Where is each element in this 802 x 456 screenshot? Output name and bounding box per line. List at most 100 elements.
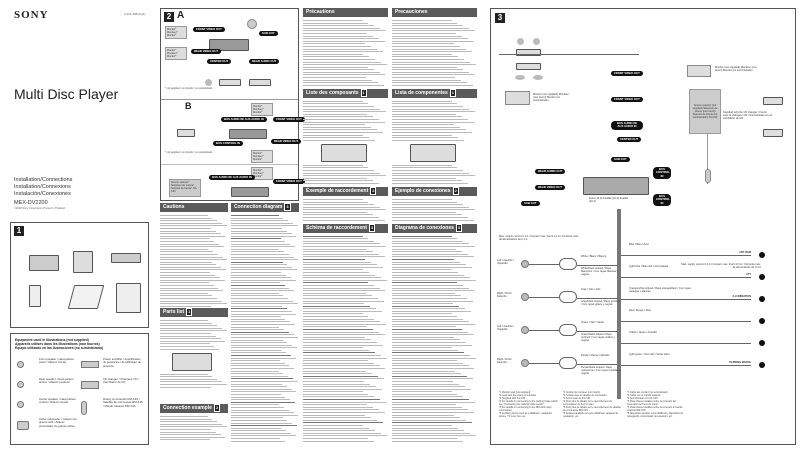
text-line xyxy=(160,325,218,327)
text-line xyxy=(303,167,369,169)
document-title: Multi Disc Player xyxy=(14,86,119,102)
power-wire: Orange/white striped / Rayé orange/blanc… xyxy=(621,287,771,307)
terminal-icon xyxy=(759,252,765,258)
subtitle-fr: Installation/Connexions xyxy=(14,184,71,190)
text-line xyxy=(160,240,215,242)
text-line xyxy=(303,164,363,166)
cable xyxy=(621,277,751,278)
text-line xyxy=(392,66,457,68)
text-line xyxy=(303,243,381,245)
speaker-icon xyxy=(517,38,524,45)
text-line xyxy=(303,362,374,364)
text-line xyxy=(160,285,214,287)
text-line xyxy=(303,40,385,42)
text-line xyxy=(392,300,473,302)
text-line xyxy=(303,79,372,81)
source-selector-box: Source selector* Sélecteur de source* Se… xyxy=(169,179,201,197)
text-line xyxy=(303,321,381,323)
body-text xyxy=(392,164,477,184)
heading-text: Parts list xyxy=(163,309,185,315)
section-ref: 3 xyxy=(368,223,376,232)
footnote: *6 Auxiliary device such as a Walkman, n… xyxy=(499,412,553,418)
wire-color-striped: Purple/black striped / Rayé mauve/noir /… xyxy=(581,366,621,376)
diagram-2-box: 2 A Monitor* Moniteur* Monitor* Monitor*… xyxy=(160,8,305,201)
text-line xyxy=(392,432,471,434)
text-line xyxy=(231,256,294,258)
text-line xyxy=(160,345,215,347)
text-line xyxy=(392,266,472,268)
text-line xyxy=(303,32,367,34)
text-line xyxy=(231,303,298,305)
text-line xyxy=(160,287,219,289)
text-line xyxy=(303,378,384,380)
text-line xyxy=(303,137,370,139)
release-key-illustration xyxy=(321,143,367,162)
text-line xyxy=(160,246,224,248)
power-wire: Light green / Vert clair / Verde claro P… xyxy=(621,353,771,373)
port-label: SUB OUT xyxy=(611,157,630,163)
text-line xyxy=(392,82,467,84)
text-line xyxy=(303,349,370,351)
polarity-connector xyxy=(559,258,577,270)
text-line xyxy=(303,172,381,174)
monitor-box: Monitor* Moniteur* Monitor* xyxy=(251,167,273,180)
text-line xyxy=(303,336,366,338)
body-text xyxy=(160,373,228,388)
equipment-heading-fr: Appareils utilisés dans les illustration… xyxy=(15,342,100,346)
section-ref: 2 xyxy=(452,186,459,195)
text-line xyxy=(303,256,385,258)
port-label: CENTER OUT xyxy=(207,59,232,65)
text-line xyxy=(303,331,379,333)
text-line xyxy=(303,422,383,424)
terminal-icon xyxy=(759,274,765,280)
text-line xyxy=(303,375,378,377)
footnote: *3 Supplied with XA-C30 xyxy=(499,397,526,400)
text-line xyxy=(231,285,285,287)
text-line xyxy=(231,349,282,351)
text-line xyxy=(303,116,373,118)
text-line xyxy=(303,360,368,362)
equipment-label: Rotary commander RM-X4S / Satellite de c… xyxy=(103,397,143,408)
text-line xyxy=(392,349,459,351)
text-line xyxy=(160,320,208,321)
text-line xyxy=(303,417,371,419)
cable xyxy=(621,365,751,366)
text-line xyxy=(231,331,289,333)
text-line xyxy=(160,295,213,297)
text-line xyxy=(303,61,382,63)
body-text xyxy=(303,100,388,141)
text-line xyxy=(231,391,297,393)
text-line xyxy=(303,198,363,200)
text-line xyxy=(392,342,466,343)
text-line xyxy=(303,373,372,375)
text-line xyxy=(231,409,289,411)
speaker-side: Right / Droit / Derecho xyxy=(497,292,513,299)
text-line xyxy=(231,269,297,271)
text-line xyxy=(303,279,388,281)
text-line xyxy=(392,393,458,395)
wire-color: Light blue / Bleu ciel / Azul celeste xyxy=(629,265,669,268)
text-line xyxy=(231,261,283,263)
footnote: *1 Monitor lead (not supplied) xyxy=(499,391,531,394)
text-line xyxy=(392,367,475,369)
cable xyxy=(529,363,559,364)
text-line xyxy=(303,393,369,395)
speaker-side: Right / Droit / Derecho xyxy=(497,358,513,365)
text-line xyxy=(231,235,297,237)
port-label: SUB OUT xyxy=(521,201,540,207)
text-line xyxy=(231,277,291,279)
port-label: BUS AUDIO IN/ AUX AUDIO IN xyxy=(209,175,255,181)
text-line xyxy=(231,292,279,294)
rotary-commander-icon xyxy=(81,401,87,415)
text-line xyxy=(303,119,379,120)
text-line xyxy=(392,287,469,289)
text-line xyxy=(160,272,211,274)
subwoofer-icon xyxy=(247,19,257,29)
terminal-icon xyxy=(759,318,765,324)
text-line xyxy=(303,404,367,406)
port-label: CENTER OUT xyxy=(617,137,642,143)
text-line xyxy=(231,238,281,240)
text-line xyxy=(231,365,290,367)
port-label: FRONT VIDEO OUT xyxy=(611,71,643,77)
